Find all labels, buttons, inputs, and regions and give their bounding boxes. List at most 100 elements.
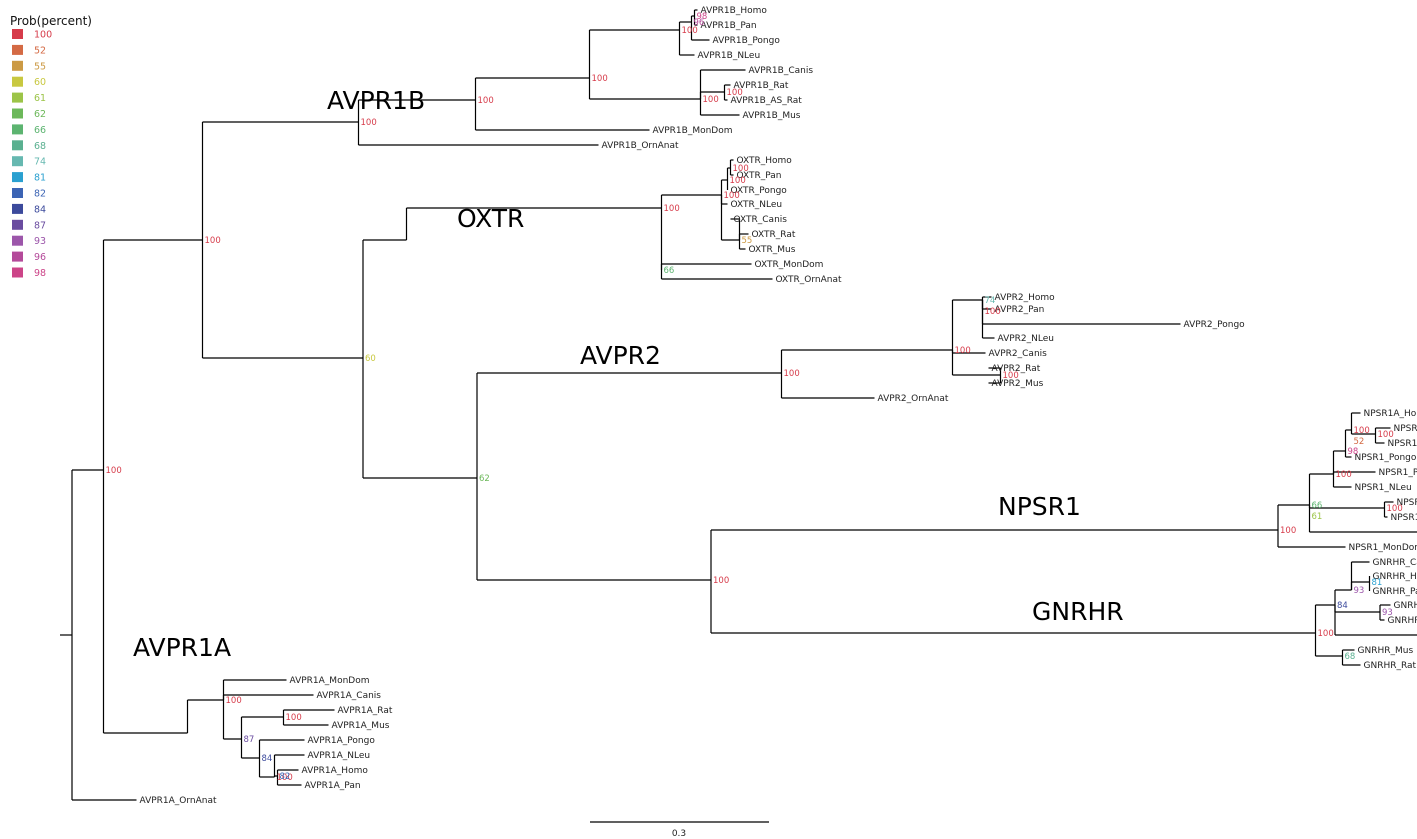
leaf-label: GNRHR_Canis [1373, 558, 1417, 568]
leaf-label: AVPR2_Pongo [1184, 320, 1246, 330]
legend-swatch [12, 76, 23, 87]
support-values: 9896100100100100100100100100100100551006… [106, 12, 1403, 783]
leaf-label: GNRHR_Rat [1364, 661, 1417, 671]
support-value: 84 [262, 754, 273, 764]
leaf-label: AVPR2_Rat [992, 364, 1041, 374]
leaf-label: OXTR_Canis [734, 215, 788, 225]
leaf-label: OXTR_NLeu [731, 200, 783, 210]
support-value: 98 [697, 12, 708, 22]
legend-swatch [12, 60, 23, 71]
clade-label-avpr2: AVPR2 [580, 341, 661, 370]
legend-swatch [12, 140, 23, 151]
leaf-label: AVPR1B_AS_Rat [731, 96, 803, 106]
support-value: 52 [1354, 437, 1365, 447]
support-value: 100 [361, 118, 377, 128]
leaf-label: NPSR1_MonDom [1349, 543, 1417, 553]
leaf-label: GNRHR_Mus [1358, 646, 1414, 656]
support-value: 100 [713, 576, 729, 586]
leaf-label: NPSR1B_Homo [1388, 439, 1417, 449]
legend-label: 74 [34, 157, 46, 168]
leaf-label: AVPR1B_NLeu [698, 51, 761, 61]
legend-label: 100 [34, 30, 52, 41]
legend-label: 93 [34, 236, 46, 247]
legend-swatch [12, 108, 23, 119]
legend-label: 84 [34, 204, 46, 215]
support-value: 98 [1348, 447, 1359, 457]
legend-swatch [12, 124, 23, 135]
support-value: 60 [365, 354, 376, 364]
leaf-label: AVPR1A_NLeu [308, 751, 371, 761]
support-value: 100 [1354, 426, 1370, 436]
support-value: 100 [682, 26, 698, 36]
leaf-label: AVPR1A_Homo [302, 766, 369, 776]
legend-label: 82 [34, 189, 46, 200]
legend-title: Prob(percent) [10, 14, 92, 28]
leaf-label: AVPR1A_OrnAnat [140, 796, 218, 806]
support-value: 87 [244, 735, 255, 745]
support-value: 66 [1312, 501, 1323, 511]
support-value: 100 [106, 466, 122, 476]
leaf-label: AVPR1B_Rat [734, 81, 789, 91]
leaf-label: AVPR2_OrnAnat [878, 394, 949, 404]
legend-label: 81 [34, 173, 46, 184]
leaf-label: AVPR1B_MonDom [653, 126, 733, 136]
support-value: 100 [478, 96, 494, 106]
support-value: 100 [1378, 430, 1394, 440]
support-value: 100 [955, 346, 971, 356]
leaf-label: AVPR1A_Mus [332, 721, 390, 731]
support-value: 100 [784, 369, 800, 379]
support-value: 62 [479, 474, 490, 484]
legend-label: 96 [34, 252, 46, 263]
support-value: 100 [205, 236, 221, 246]
legend-label: 61 [34, 93, 46, 104]
support-value: 61 [1312, 512, 1323, 522]
support-value: 100 [286, 713, 302, 723]
support-value: 93 [1354, 586, 1365, 596]
leaf-label: AVPR1A_Canis [317, 691, 382, 701]
support-value: 100 [226, 696, 242, 706]
support-value: 84 [1337, 601, 1348, 611]
scale-bar-label: 0.3 [672, 829, 686, 839]
legend-swatch [12, 267, 23, 278]
legend-label: 98 [34, 268, 46, 279]
leaf-label: OXTR_Homo [737, 156, 793, 166]
support-value: 68 [1345, 652, 1356, 662]
support-value: 66 [664, 266, 675, 276]
leaf-label: AVPR2_Mus [992, 379, 1044, 389]
leaf-label: GNRHR_NLeu [1394, 601, 1417, 611]
support-value: 81 [1372, 578, 1383, 588]
leaf-label: AVPR1B_Mus [743, 111, 801, 121]
legend-swatch [12, 235, 23, 246]
support-value: 96 [694, 18, 705, 28]
clade-labels: AVPR1B OXTR AVPR2 NPSR1 GNRHR AVPR1A [133, 86, 1124, 662]
leaf-label: AVPR1A_Pan [305, 781, 361, 791]
legend-label: 52 [34, 45, 46, 56]
legend-swatch [12, 203, 23, 214]
leaf-label: AVPR2_Homo [995, 293, 1056, 303]
leaf-label: AVPR1B_OrnAnat [602, 141, 680, 151]
legend-label: 66 [34, 125, 46, 136]
support-value: 100 [1003, 371, 1019, 381]
support-value: 100 [1336, 470, 1352, 480]
leaf-label: NPSR1_Rat [1397, 498, 1417, 508]
leaf-label: NPSR1_NLeu [1355, 483, 1412, 493]
leaf-label: GNRHR_Homo [1373, 572, 1417, 582]
legend-label: 87 [34, 220, 46, 231]
support-value: 100 [733, 164, 749, 174]
clade-label-avpr1a: AVPR1A [133, 633, 231, 662]
leaf-label: AVPR1B_Pan [701, 21, 757, 31]
legend-swatch [12, 251, 23, 262]
support-value: 93 [1382, 608, 1393, 618]
scale-bar: 0.3 [590, 821, 769, 839]
support-value: 100 [664, 204, 680, 214]
leaf-label: GNRHR_Pongo [1388, 616, 1417, 626]
legend-swatch [12, 172, 23, 183]
legend-label: 62 [34, 109, 46, 120]
legend-label: 68 [34, 141, 46, 152]
leaf-label: OXTR_OrnAnat [776, 275, 842, 285]
leaf-label: OXTR_Mus [749, 245, 796, 255]
legend: Prob(percent) 10052556061626668748182848… [10, 14, 92, 279]
